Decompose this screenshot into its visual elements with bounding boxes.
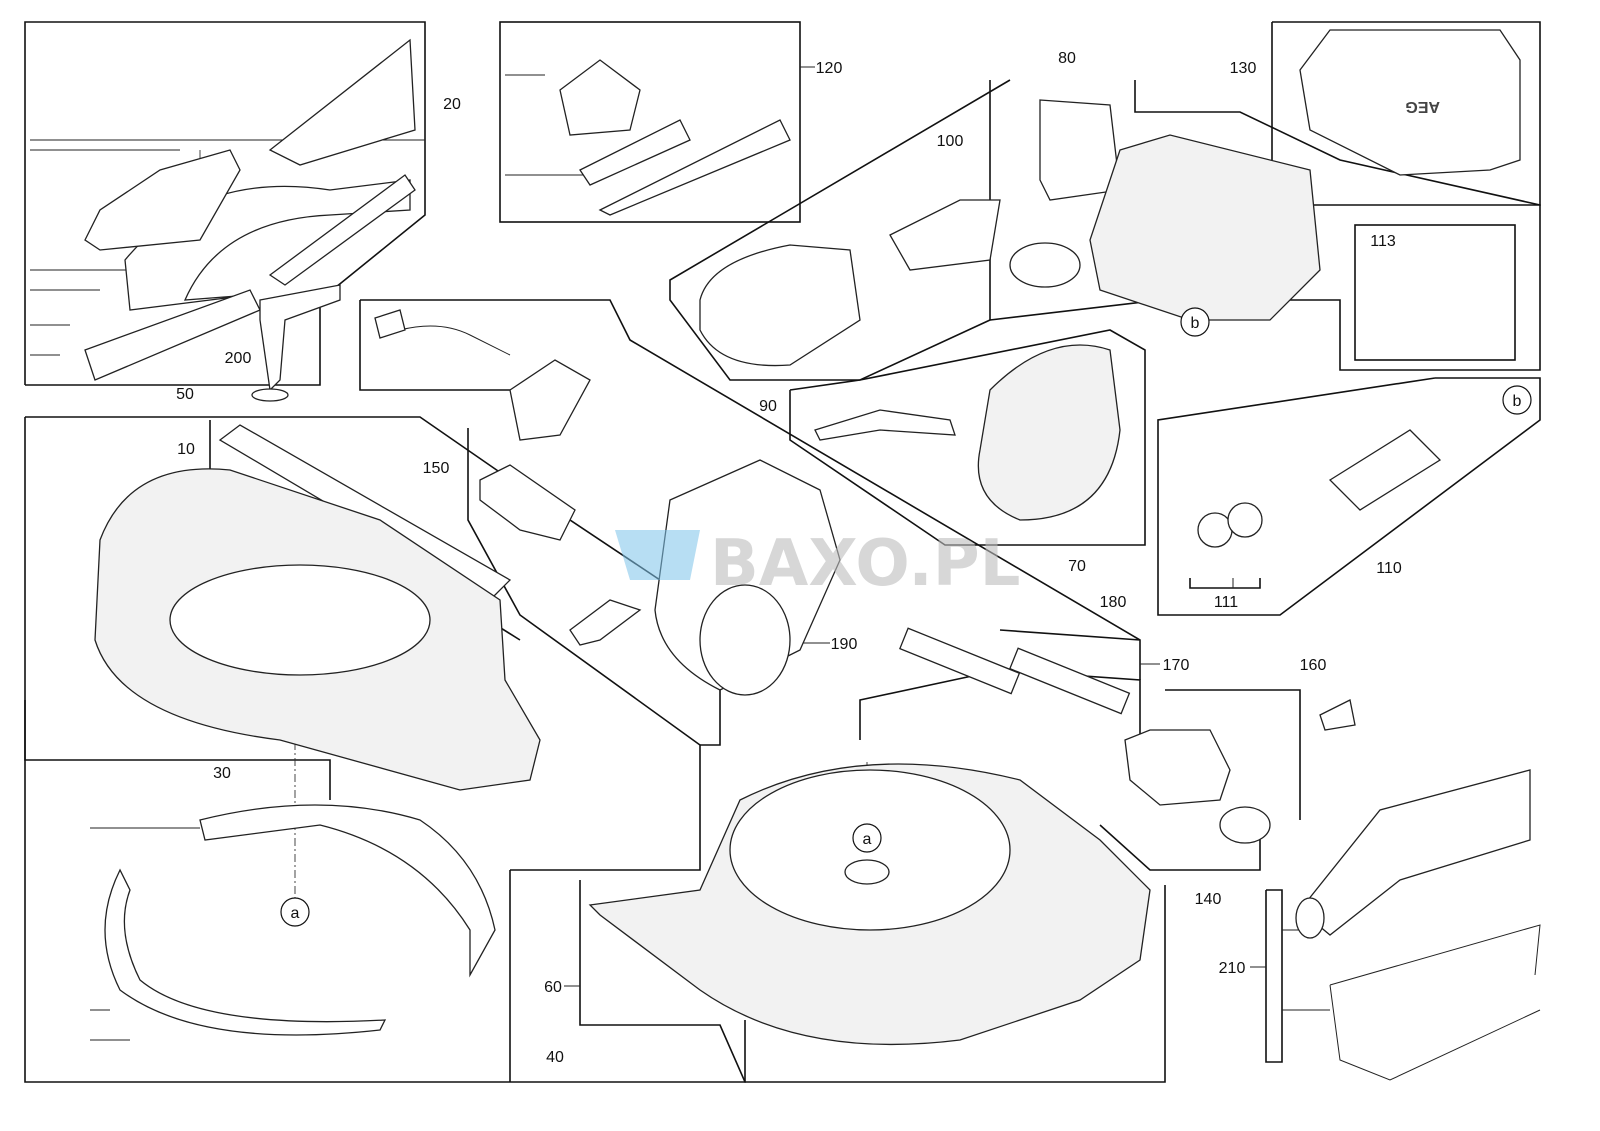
group-140-outline	[1099, 815, 1261, 871]
label-130: 130	[1230, 60, 1257, 77]
power-cord	[399, 325, 511, 356]
group-160-outline	[1165, 689, 1301, 820]
upper-guard-80	[1089, 134, 1321, 321]
parts: AEG	[84, 29, 1541, 1081]
knob-160	[1319, 699, 1356, 731]
callouts: b b a a	[280, 307, 1532, 927]
gearbox-80	[1039, 99, 1121, 201]
group-113-outline	[1354, 224, 1516, 361]
blade-flange-111b	[1227, 502, 1263, 538]
scale-arc-40	[104, 868, 387, 1036]
watermark-text: BAXO.PL	[710, 527, 1020, 601]
aeg-logo: AEG	[1405, 98, 1440, 115]
cord-handle	[509, 359, 591, 441]
callout-b: b	[1513, 393, 1522, 410]
group-210-outline	[1265, 889, 1283, 1063]
fence-right	[268, 38, 416, 166]
label-30: 30	[213, 765, 231, 782]
spring-140	[1219, 806, 1271, 844]
handle-150	[479, 464, 576, 541]
label-160: 160	[1300, 657, 1327, 674]
bracket-140	[1124, 729, 1231, 806]
group-60-outline	[579, 880, 1166, 1083]
callout-b-circle	[1180, 307, 1210, 337]
group-30-outline	[24, 417, 331, 800]
watermark-icon	[615, 530, 700, 580]
rail-170a	[899, 627, 1021, 695]
bevel-ring	[699, 584, 791, 696]
group-cord-outline	[360, 299, 1141, 680]
fence-left	[84, 149, 241, 251]
label-140: 140	[1195, 891, 1222, 908]
label-190: 190	[831, 636, 858, 653]
group-100-outline	[669, 79, 1011, 381]
label-111: 111	[1214, 594, 1238, 611]
lever-150	[569, 599, 642, 646]
label-40: 40	[546, 1049, 564, 1066]
label-100: 100	[937, 133, 964, 150]
dust-bag-210	[1299, 769, 1531, 936]
callout-b: b	[1191, 315, 1200, 332]
dust-bag-collar	[1295, 897, 1325, 939]
arm-link-70	[814, 409, 956, 441]
label-113: 113	[1370, 233, 1396, 250]
group-cord-box	[359, 300, 520, 391]
clamp-foot	[251, 388, 289, 402]
belt-cover-130	[1299, 29, 1521, 176]
label-150: 150	[423, 460, 450, 477]
label-60: 60	[544, 979, 562, 996]
label-20: 20	[443, 96, 461, 113]
label-80: 80	[1058, 50, 1076, 67]
group-110-outline	[1157, 377, 1541, 616]
armature-100	[889, 199, 1001, 271]
lower-guard-70	[977, 344, 1121, 521]
plug	[374, 309, 406, 339]
label-170: 170	[1163, 657, 1190, 674]
stand-wire-210	[1329, 924, 1541, 1081]
label-120: 120	[816, 60, 843, 77]
motor-housing-90	[699, 244, 861, 367]
front-bevel-arc-30	[199, 804, 496, 978]
part-labels: 20 120 80 130 100 113 200 50 10 150 90 7…	[176, 50, 1402, 1066]
label-90: 90	[759, 398, 777, 415]
blade-flange-111	[1197, 512, 1233, 548]
label-10: 10	[177, 441, 195, 458]
callout-a: a	[291, 905, 300, 922]
rail-170b	[1009, 647, 1131, 715]
callout-a-circle	[852, 823, 882, 853]
callout-a-circle	[280, 897, 310, 927]
label-210: 210	[1219, 960, 1246, 977]
group-180-outline	[999, 629, 1141, 641]
fence-base-right	[268, 174, 416, 286]
group-70-outline	[789, 329, 1146, 546]
group-111-outline	[1189, 578, 1261, 589]
watermark: BAXO.PL	[615, 527, 1020, 601]
callout-b-circle	[1502, 385, 1532, 415]
base-hub	[844, 859, 890, 885]
label-200: 200	[225, 350, 252, 367]
label-50: 50	[176, 386, 194, 403]
label-70: 70	[1068, 558, 1086, 575]
group-80-outline	[989, 80, 1541, 371]
dust-port	[1009, 242, 1081, 288]
callout-a: a	[863, 831, 872, 848]
group-150-outline	[467, 428, 701, 871]
spindle-110	[1328, 429, 1442, 511]
clamp-200	[259, 284, 341, 392]
handle-120-top	[559, 59, 641, 136]
handle-120-grip2	[579, 119, 691, 186]
group-40-outline	[24, 700, 746, 1083]
turntable-slot	[169, 564, 431, 676]
handle-120-grip	[598, 119, 791, 216]
group-20-outline	[24, 21, 426, 386]
label-110: 110	[1376, 560, 1402, 577]
group-120-outline	[499, 21, 801, 223]
label-180: 180	[1100, 594, 1127, 611]
